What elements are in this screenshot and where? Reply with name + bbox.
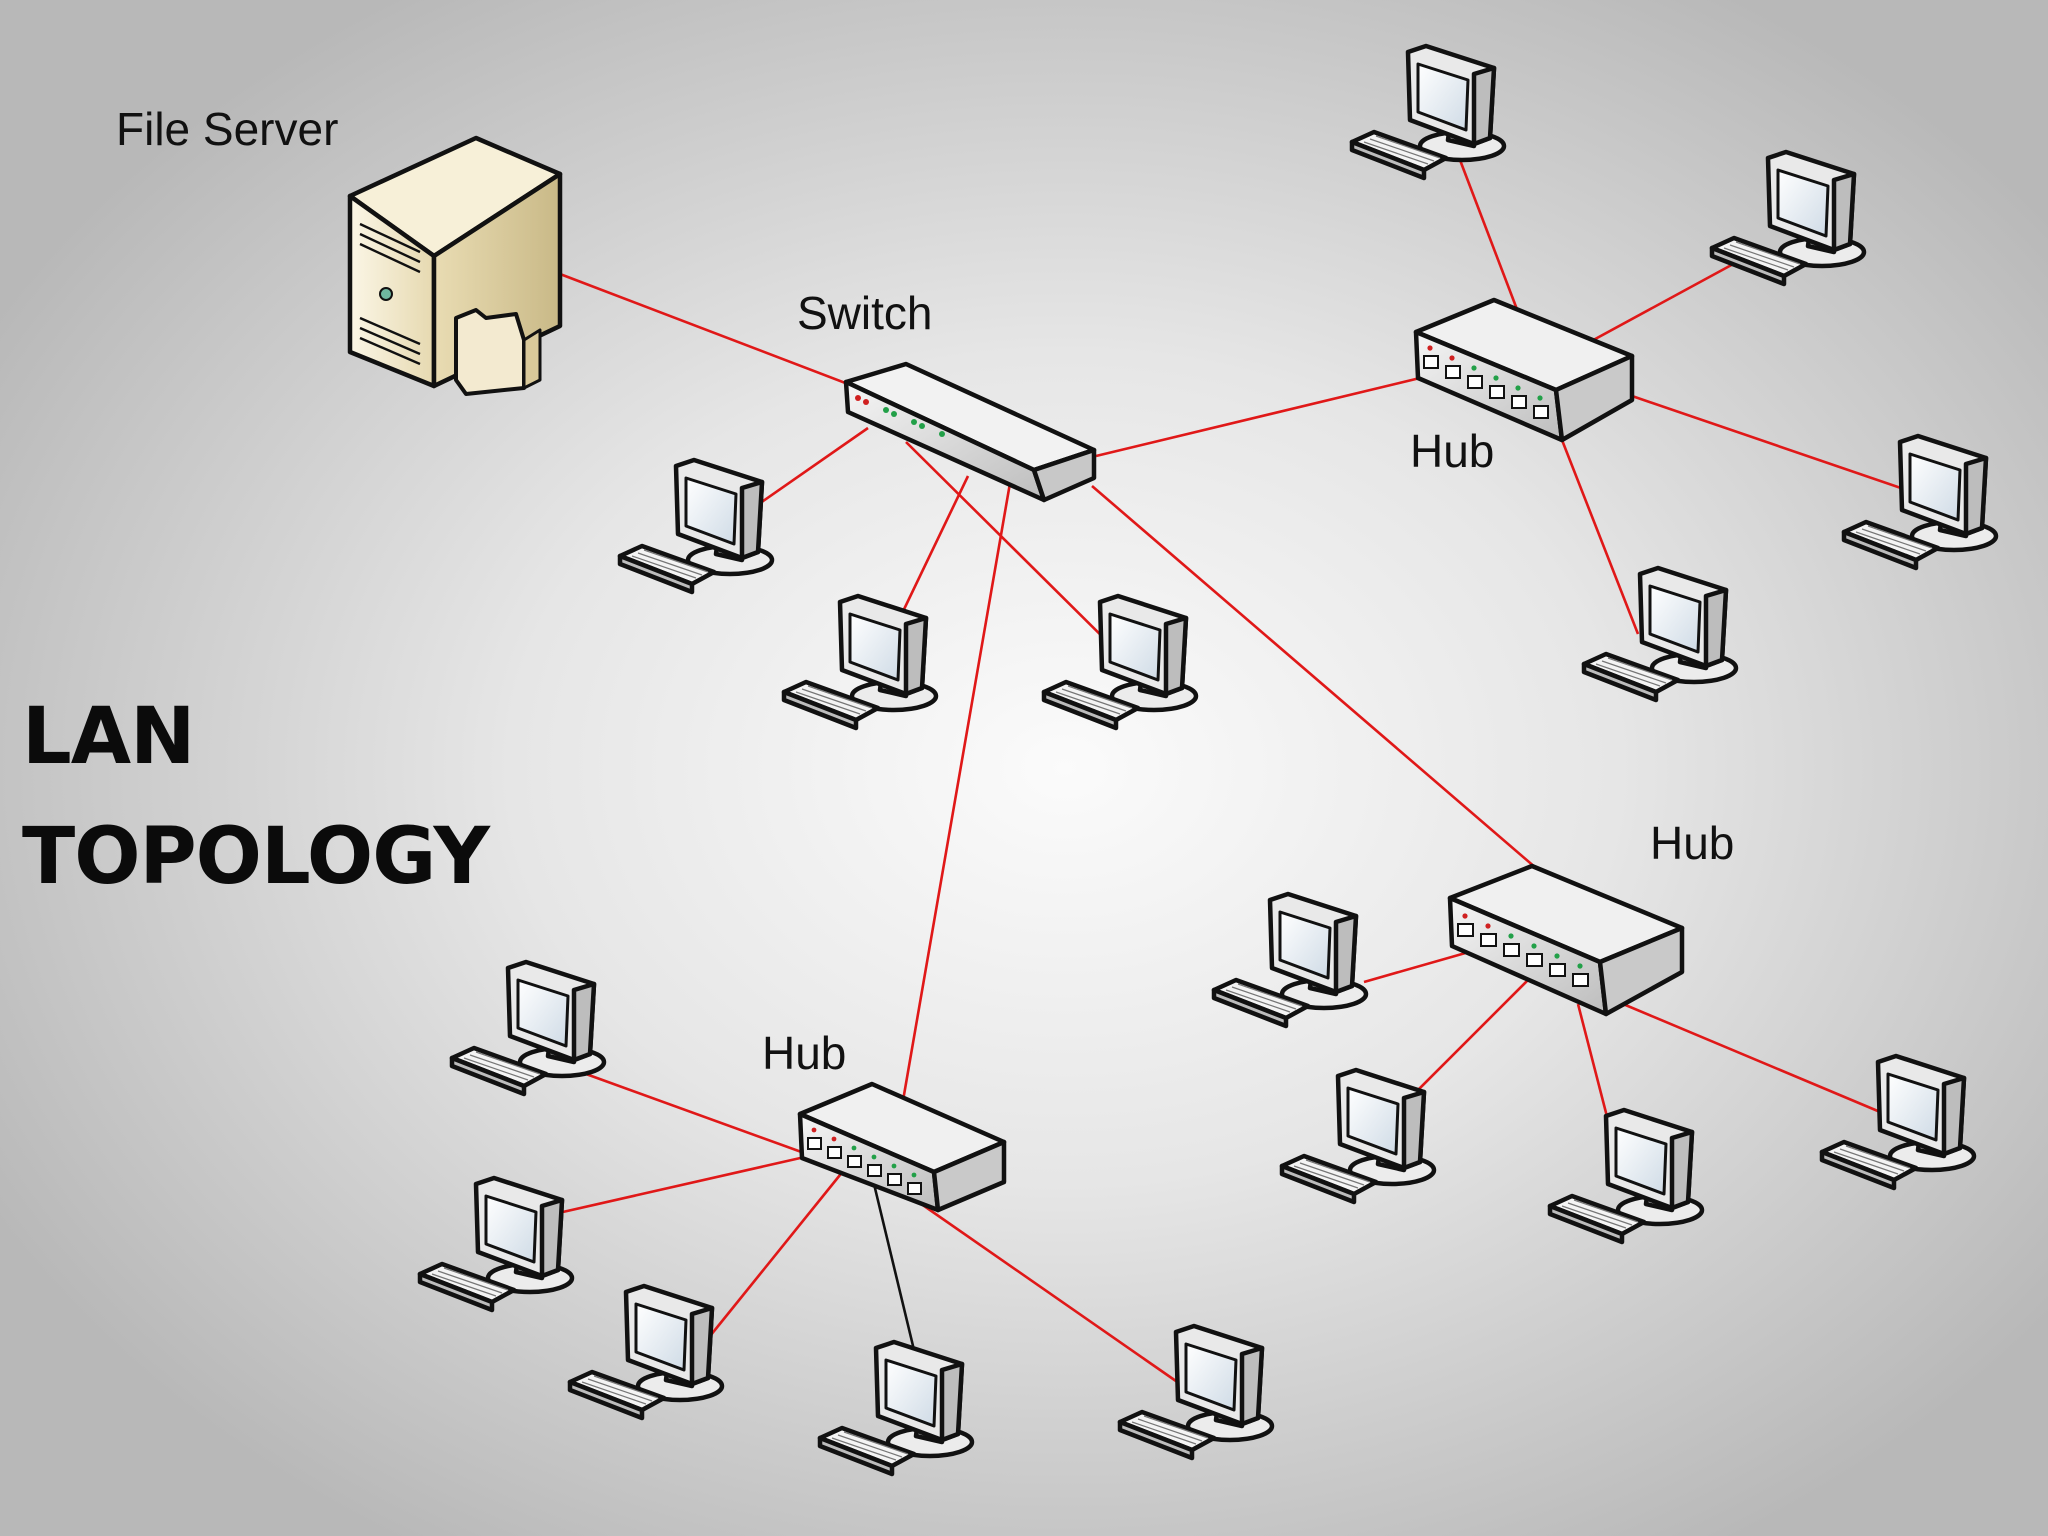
workstation-layer: [417, 43, 1999, 1477]
cable-server-switch: [559, 272, 849, 386]
hub-mid-right-icon: [1447, 863, 1685, 1017]
workstation-computer-icon: [1709, 149, 1867, 287]
cable-layer: [553, 159, 1937, 1390]
workstation-computer-icon: [1819, 1053, 1977, 1191]
cable-hubbottom-pc4: [872, 1183, 916, 1351]
workstation-computer-icon: [417, 1175, 575, 1313]
cable-hubtop-pc1: [1458, 159, 1520, 313]
cable-switch-hub-mid: [1091, 485, 1537, 869]
workstation-computer-icon: [1349, 43, 1507, 181]
workstation-computer-icon: [617, 457, 775, 595]
cable-hubtop-pc4: [1560, 439, 1640, 635]
workstation-computer-icon: [781, 593, 939, 731]
cable-hubbottom-pc2: [553, 1152, 819, 1216]
cable-switch-pc2: [894, 475, 970, 627]
cable-switch-hub-top: [1095, 376, 1421, 458]
switch-label: Switch: [797, 287, 933, 339]
workstation-computer-icon: [1041, 593, 1199, 731]
cable-hubbottom-pc5: [903, 1190, 1187, 1390]
file-server-icon: [347, 135, 563, 396]
workstation-computer-icon: [817, 1339, 975, 1477]
cable-switch-pc3: [905, 441, 1129, 663]
hub-bottom-icon: [797, 1081, 1007, 1213]
cable-hubtop-pc2: [1585, 254, 1749, 346]
cable-hubbottom-pc3: [700, 1169, 846, 1347]
file-server-label: File Server: [116, 103, 339, 155]
workstation-computer-icon: [1279, 1067, 1437, 1205]
cable-hubmid-pc4: [1603, 994, 1905, 1124]
hub-mid-right-label: Hub: [1650, 817, 1735, 869]
title-line-lan: LAN: [22, 692, 195, 782]
workstation-computer-icon: [1841, 433, 1999, 571]
workstation-computer-icon: [1547, 1107, 1705, 1245]
cable-hubbottom-pc1: [585, 1072, 819, 1160]
workstation-computer-icon: [1211, 891, 1369, 1029]
cable-switch-pc1: [755, 426, 869, 508]
hub-bottom-label: Hub: [762, 1027, 847, 1079]
hub-top-right-label: Hub: [1410, 425, 1495, 477]
cable-hubtop-pc3: [1631, 394, 1937, 502]
workstation-computer-icon: [1117, 1323, 1275, 1461]
switch-icon: [843, 361, 1097, 503]
workstation-computer-icon: [449, 959, 607, 1097]
workstation-computer-icon: [567, 1283, 725, 1421]
cable-switch-hub-bottom: [898, 459, 1016, 1119]
title-line-topology: TOPOLOGY: [22, 812, 490, 902]
cable-hubmid-pc1: [1363, 948, 1477, 984]
workstation-computer-icon: [1581, 565, 1739, 703]
hub-top-right-icon: [1413, 297, 1635, 443]
